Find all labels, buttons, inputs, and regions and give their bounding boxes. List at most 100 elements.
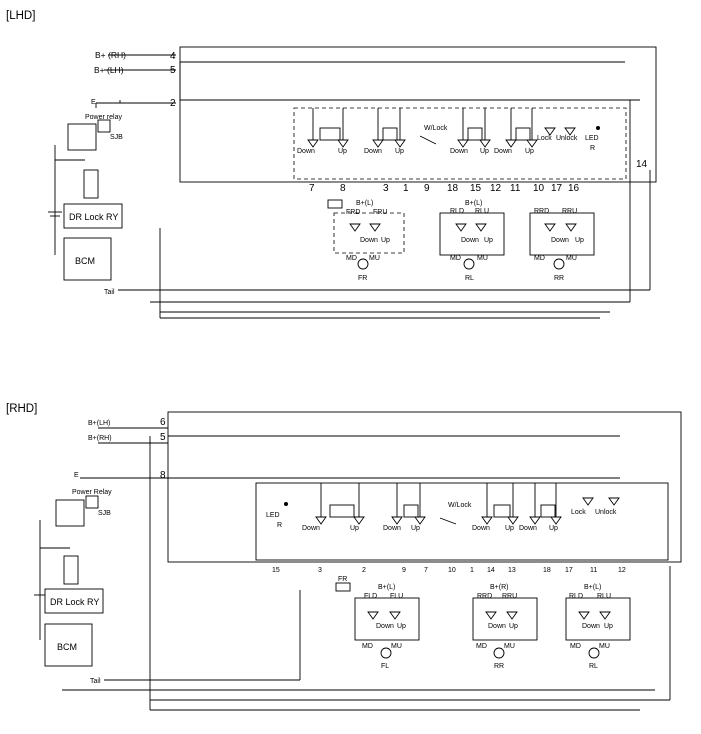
svg-text:MU: MU <box>369 255 380 262</box>
rhd-unlock-label: Unlock <box>595 509 617 516</box>
svg-text:MD: MD <box>362 643 373 650</box>
lhd-bottom-pins: 7 8 3 1 9 18 15 12 11 10 17 16 14 <box>309 159 648 194</box>
svg-text:Down: Down <box>551 237 569 244</box>
svg-text:MU: MU <box>504 643 515 650</box>
rhd-fr-label: FR <box>338 576 347 583</box>
svg-text:9: 9 <box>424 183 430 194</box>
svg-text:MU: MU <box>566 255 577 262</box>
svg-text:FRD: FRD <box>346 209 360 216</box>
svg-text:Up: Up <box>350 525 359 532</box>
svg-text:Up: Up <box>575 237 584 244</box>
svg-text:Down: Down <box>519 525 537 532</box>
svg-text:MD: MD <box>346 255 357 262</box>
svg-text:Up: Up <box>397 623 406 630</box>
lhd-motor-fr: FRD FRU B+(L) Down Up MD MU FR <box>327 199 405 282</box>
rhd-motor-rl: RLD RLU B+(L) Down Up MD MU RL <box>565 584 631 670</box>
svg-text:FLD: FLD <box>364 593 377 600</box>
svg-text:RLU: RLU <box>597 593 611 600</box>
svg-text:RRU: RRU <box>502 593 517 600</box>
svg-text:Down: Down <box>297 148 315 155</box>
lhd-feed-b-lh: B+ (LH) <box>94 65 124 75</box>
rhd-feed-b-lh: B+(LH) <box>88 420 110 427</box>
svg-text:17: 17 <box>551 183 563 194</box>
svg-text:Up: Up <box>505 525 514 532</box>
lhd-feed-e: E <box>91 99 96 106</box>
svg-text:1: 1 <box>403 183 409 194</box>
svg-text:RRD: RRD <box>534 208 549 215</box>
svg-text:3: 3 <box>318 567 322 574</box>
rhd-switches: LED R Down Up Down Up W/Lock Down Up <box>266 483 620 532</box>
svg-text:RRD: RRD <box>477 593 492 600</box>
svg-text:Up: Up <box>338 148 347 155</box>
svg-text:16: 16 <box>568 183 580 194</box>
svg-text:3: 3 <box>383 183 389 194</box>
svg-text:MD: MD <box>570 643 581 650</box>
svg-text:MD: MD <box>450 255 461 262</box>
svg-text:Up: Up <box>381 237 390 244</box>
lhd-power-relay: Power relay <box>85 114 122 121</box>
lhd-pin-4: 4 <box>170 51 176 62</box>
rhd-bcm: BCM <box>57 642 77 652</box>
svg-text:17: 17 <box>565 567 573 574</box>
svg-text:9: 9 <box>402 567 406 574</box>
lhd-header: [LHD] <box>6 10 35 22</box>
svg-text:MU: MU <box>391 643 402 650</box>
svg-text:B+(L): B+(L) <box>584 584 601 591</box>
svg-text:18: 18 <box>447 183 459 194</box>
svg-text:Down: Down <box>364 148 382 155</box>
svg-text:Down: Down <box>582 623 600 630</box>
svg-text:Down: Down <box>383 525 401 532</box>
svg-text:Down: Down <box>450 148 468 155</box>
rhd-wlock-label: W/Lock <box>448 502 472 509</box>
svg-text:Up: Up <box>480 148 489 155</box>
rhd-motor-rl-name: RL <box>589 663 598 670</box>
svg-text:10: 10 <box>448 567 456 574</box>
rhd-power-relay: Power Relay <box>72 489 112 496</box>
svg-text:Down: Down <box>488 623 506 630</box>
svg-text:2: 2 <box>362 567 366 574</box>
rhd-motor-rr-name: RR <box>494 663 504 670</box>
lhd-tail: Tail <box>104 289 115 296</box>
rhd-lock-label: Lock <box>571 509 586 516</box>
lhd-pin-5: 5 <box>170 65 176 76</box>
lhd-r-label: R <box>590 145 595 152</box>
lhd-feed-b-rh: B+ (RH) <box>95 50 126 60</box>
rhd-motor-fl: FLD FLU B+(L) Down Up MD MU FL <box>354 584 420 670</box>
svg-text:Up: Up <box>509 623 518 630</box>
lhd-wlock-label: W/Lock <box>424 125 448 132</box>
svg-text:13: 13 <box>508 567 516 574</box>
lhd-pin-2: 2 <box>170 98 176 109</box>
svg-text:MD: MD <box>534 255 545 262</box>
rhd-led-label: LED <box>266 512 280 519</box>
svg-text:7: 7 <box>424 567 428 574</box>
svg-text:Up: Up <box>411 525 420 532</box>
svg-text:B+(L): B+(L) <box>378 584 395 591</box>
lhd-motor-fr-name: FR <box>358 275 367 282</box>
svg-text:Up: Up <box>525 148 534 155</box>
svg-text:Down: Down <box>302 525 320 532</box>
lhd-pin-14: 14 <box>636 159 648 170</box>
svg-text:12: 12 <box>490 183 502 194</box>
lhd-diagram: [LHD] B+ (RH) B+ (LH) E 4 5 2 Down Up <box>6 10 657 319</box>
svg-text:RRU: RRU <box>562 208 577 215</box>
svg-text:B+(L): B+(L) <box>465 200 482 207</box>
lhd-unlock-label: Unlock <box>556 135 578 142</box>
rhd-tail: Tail <box>90 678 101 685</box>
svg-text:Up: Up <box>549 525 558 532</box>
svg-text:Down: Down <box>472 525 490 532</box>
svg-text:15: 15 <box>272 567 280 574</box>
svg-text:Down: Down <box>494 148 512 155</box>
lhd-led-label: LED <box>585 135 599 142</box>
svg-text:MU: MU <box>599 643 610 650</box>
lhd-motor-rr: RRD RRU Down Up MD MU RR <box>529 208 595 282</box>
rhd-r-label: R <box>277 522 282 529</box>
rhd-pin-6: 6 <box>160 417 166 428</box>
rhd-bottom-pins: 15 3 2 9 7 10 1 14 13 18 17 11 12 <box>272 567 626 574</box>
lhd-motor-rl-name: RL <box>465 275 474 282</box>
svg-text:Down: Down <box>360 237 378 244</box>
rhd-pin-8: 8 <box>160 470 166 481</box>
rhd-feed-b-rh: B+(RH) <box>88 435 112 442</box>
svg-text:Up: Up <box>484 237 493 244</box>
svg-text:10: 10 <box>533 183 545 194</box>
